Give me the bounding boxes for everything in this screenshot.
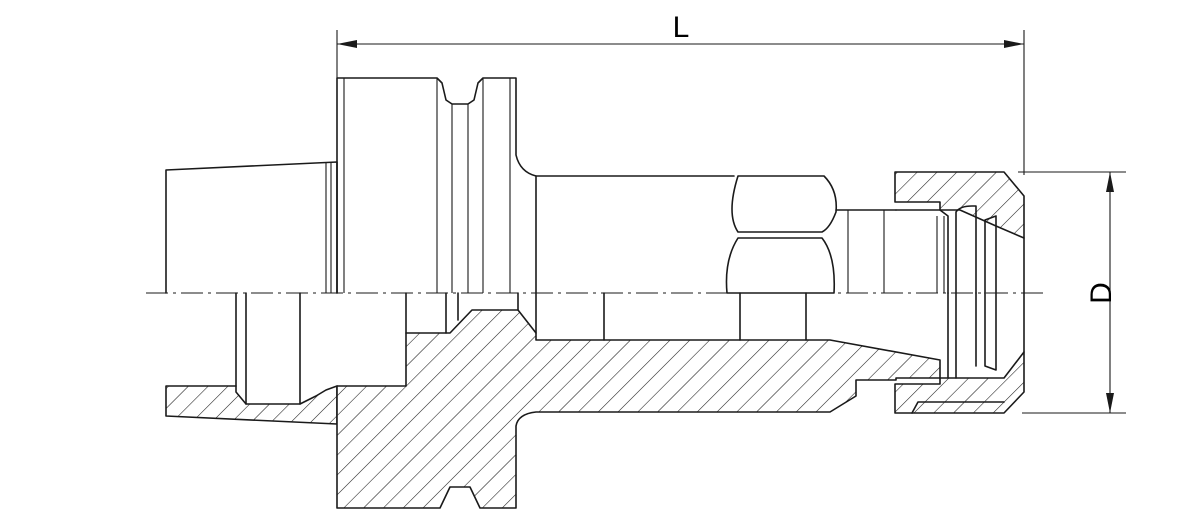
taper-shank-section: [165, 385, 338, 425]
collet-inner-outline: [895, 209, 949, 294]
flange-outline: [336, 77, 537, 294]
upper-outer-view: [165, 77, 897, 294]
diameter-dimension: D: [1018, 171, 1126, 414]
collet-ring-outline: [984, 215, 997, 294]
hex-flat-top: [731, 175, 838, 233]
main-body-section: [336, 309, 941, 509]
taper-shank-outline: [165, 161, 338, 294]
collet-nut-upper-section: [894, 171, 1025, 239]
length-arrow-left: [337, 40, 357, 48]
collet-nose-outline: [955, 205, 977, 294]
length-label: L: [673, 11, 690, 44]
diameter-arrow-top: [1106, 172, 1114, 192]
collet-lower-inner: [947, 292, 997, 379]
hex-flat-bottom: [725, 237, 836, 294]
collet-nut-upper: [894, 171, 1025, 294]
diameter-label: D: [1085, 282, 1118, 304]
lower-section-view: [165, 292, 1025, 509]
diameter-arrow-bottom: [1106, 393, 1114, 413]
length-arrow-right: [1004, 40, 1024, 48]
length-dimension: L: [336, 11, 1025, 175]
collet-lower-step: [911, 401, 1005, 414]
